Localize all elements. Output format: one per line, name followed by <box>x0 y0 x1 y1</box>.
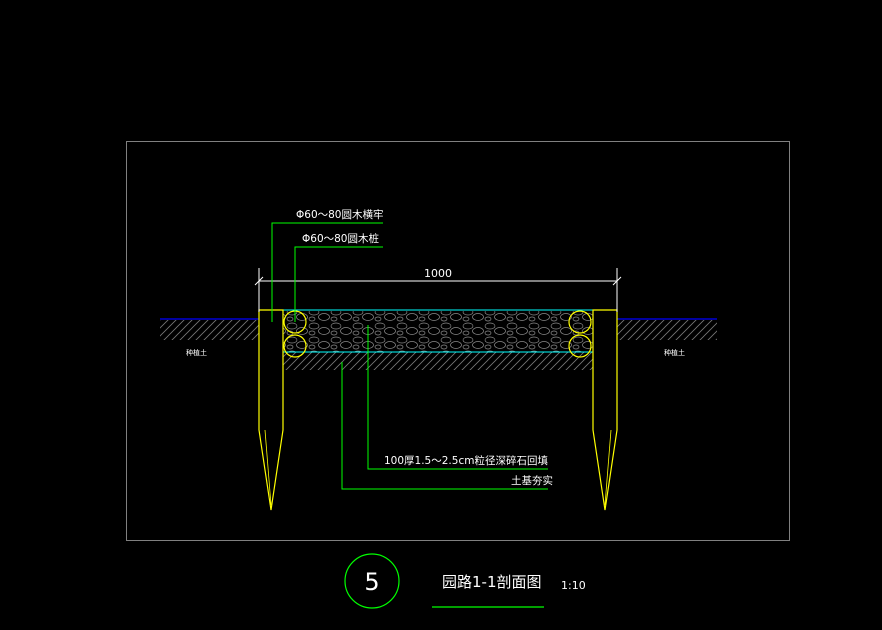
gravel-fill <box>283 311 593 352</box>
timber-stake-right <box>592 309 618 511</box>
label-soil-right: 种植土 <box>664 348 685 357</box>
timber-rail-right-top <box>568 310 592 334</box>
drawing-frame <box>126 141 790 541</box>
drawing-scale: 1:10 <box>561 579 586 592</box>
timber-rail-left-bottom <box>283 334 307 358</box>
label-rail: Φ60～80圆木横牢 <box>296 208 384 221</box>
leader-compact <box>341 362 548 490</box>
subgrade-hatch <box>283 352 593 370</box>
timber-rail-right-bottom <box>568 334 592 358</box>
label-soil-left: 种植土 <box>186 348 207 357</box>
dimension-text: 1000 <box>424 267 452 280</box>
soil-hatch-left <box>160 320 259 340</box>
detail-number-circle <box>344 553 400 609</box>
timber-stake-left <box>258 309 284 511</box>
soil-hatch-right <box>617 320 717 340</box>
stake-right-grain <box>604 429 612 506</box>
label-compact: 土基夯实 <box>511 474 553 487</box>
dimension-1000 <box>254 268 622 312</box>
detail-number: 5 <box>364 568 379 596</box>
label-gravel: 100厚1.5～2.5cm粒径深碎石回填 <box>384 454 548 467</box>
leader-gravel <box>367 325 548 470</box>
leader-stake <box>294 246 383 322</box>
label-stake: Φ60～80圆木桩 <box>302 232 379 245</box>
drawing-title: 园路1-1剖面图 <box>442 573 542 591</box>
leader-rail <box>271 222 383 322</box>
stake-left-grain <box>264 429 272 506</box>
